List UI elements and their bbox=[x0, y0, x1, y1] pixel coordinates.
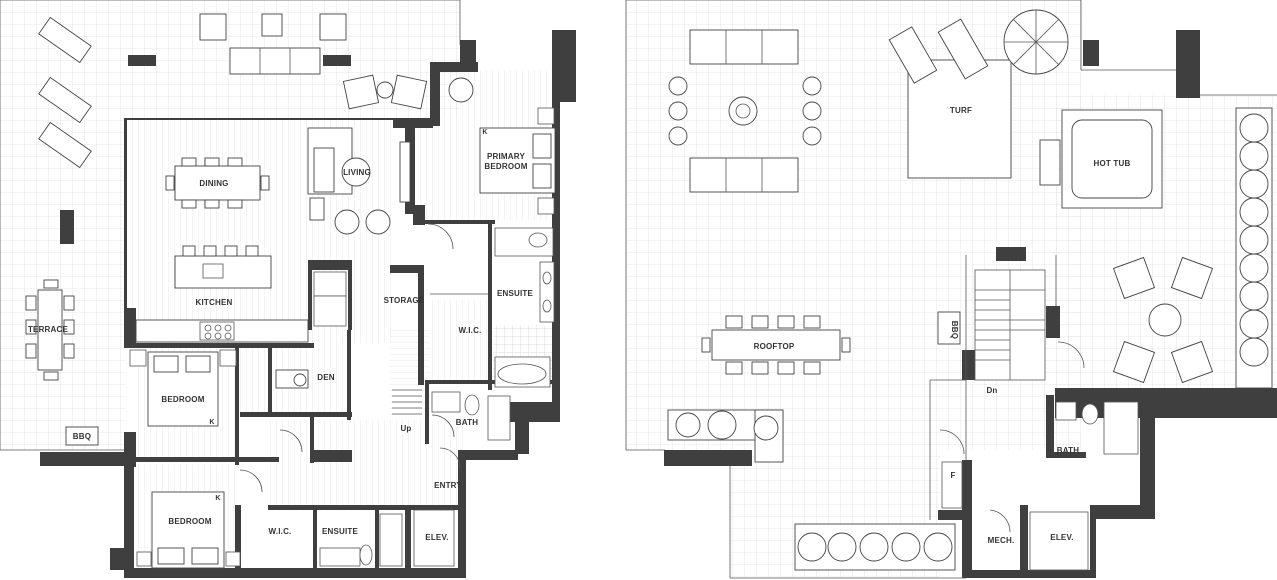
label-k-primary: K bbox=[482, 129, 487, 136]
label-primary-bedroom-1: PRIMARY bbox=[487, 152, 525, 161]
planters-lower-left bbox=[667, 409, 784, 463]
label-living: LIVING bbox=[343, 168, 371, 177]
rooftop-loungers bbox=[888, 9, 1069, 84]
label-dining: DINING bbox=[199, 179, 228, 188]
main-floor-plan bbox=[0, 0, 576, 578]
label-storage: STORAGE bbox=[384, 296, 425, 305]
stairs-up bbox=[392, 389, 422, 415]
label-wic-lower: W.I.C. bbox=[269, 527, 292, 536]
label-k-bedroom-1: K bbox=[209, 419, 214, 426]
label-up: Up bbox=[400, 424, 411, 433]
rooftop-area bbox=[626, 0, 1081, 450]
label-ensuite-lower: ENSUITE bbox=[322, 527, 359, 536]
label-dn: Dn bbox=[986, 386, 997, 395]
label-fridge: F bbox=[950, 471, 955, 480]
rooftop-dining-table bbox=[701, 315, 851, 375]
bath-main-fixtures bbox=[431, 391, 511, 441]
label-elev-main: ELEV. bbox=[425, 533, 448, 542]
ensuite-fixtures bbox=[430, 227, 555, 388]
terrace-dining-set bbox=[25, 279, 75, 381]
lounge-set-top-right bbox=[342, 74, 474, 110]
rooftop-lounge bbox=[668, 29, 822, 193]
label-hot-tub: HOT TUB bbox=[1094, 159, 1131, 168]
label-mech: MECH. bbox=[988, 536, 1015, 545]
rooftop-stairs bbox=[974, 269, 1046, 381]
fridge bbox=[941, 461, 963, 509]
label-bedroom-1: BEDROOM bbox=[161, 395, 204, 404]
label-k-bedroom-2: K bbox=[215, 495, 220, 502]
rooftop-bbq bbox=[937, 311, 961, 345]
label-bbq-roof: BBQ bbox=[950, 321, 959, 339]
bedroom-1-bed bbox=[129, 349, 237, 427]
label-turf: TURF bbox=[950, 106, 972, 115]
label-entry: ENTRY bbox=[434, 481, 462, 490]
rooftop-round-table bbox=[1112, 256, 1214, 384]
label-bath-roof: BATH bbox=[1057, 446, 1079, 455]
label-primary-bedroom-2: BEDROOM bbox=[484, 162, 527, 171]
elevator-roof bbox=[1029, 511, 1089, 571]
label-den: DEN bbox=[317, 373, 335, 382]
lounge-chairs-left bbox=[38, 16, 92, 169]
label-wic-main: W.I.C. bbox=[459, 326, 482, 335]
hot-tub bbox=[1039, 109, 1163, 209]
label-elev-roof: ELEV. bbox=[1050, 533, 1073, 542]
dining-table bbox=[165, 157, 270, 209]
planters-right bbox=[1235, 107, 1273, 389]
label-ensuite-main: ENSUITE bbox=[497, 289, 534, 298]
rooftop-plan bbox=[625, 0, 1277, 579]
label-rooftop: ROOFTOP bbox=[754, 342, 795, 351]
elevator-main bbox=[413, 509, 455, 567]
label-bbq-terrace: BBQ bbox=[73, 432, 91, 441]
room-labels: TERRACE DINING LIVING KITCHEN PRIMARY BE… bbox=[28, 106, 1131, 545]
label-bath-main: BATH bbox=[456, 418, 478, 427]
outdoor-sofa-top bbox=[199, 13, 347, 75]
primary-bed bbox=[479, 107, 556, 215]
label-bedroom-2: BEDROOM bbox=[168, 517, 211, 526]
roof-bath-fixtures bbox=[1055, 401, 1139, 455]
planters-bottom bbox=[794, 523, 956, 571]
terrace-bbq bbox=[65, 426, 99, 446]
label-terrace: TERRACE bbox=[28, 325, 69, 334]
bedroom-2-bed bbox=[136, 491, 241, 569]
turf bbox=[907, 59, 1012, 179]
living-set bbox=[307, 127, 411, 235]
kitchen-island bbox=[135, 245, 309, 343]
label-kitchen: KITCHEN bbox=[196, 298, 233, 307]
